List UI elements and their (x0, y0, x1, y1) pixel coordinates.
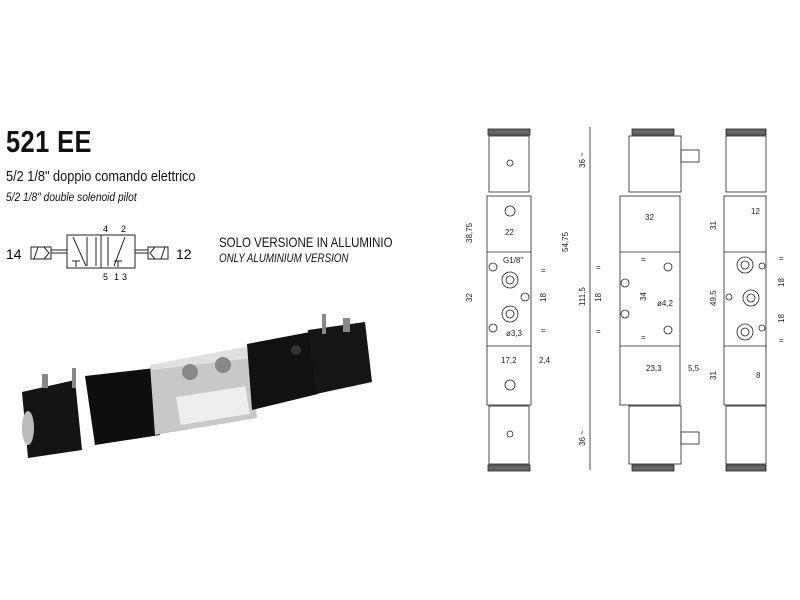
eq-mark: = (541, 326, 546, 335)
dim-23-3: 23,3 (646, 364, 662, 373)
product-photo (22, 314, 372, 458)
dim-32-left: 32 (465, 293, 474, 302)
port-14-label: 14 (6, 246, 22, 262)
port-2-label: 2 (121, 224, 126, 234)
port-5-label: 5 (103, 272, 108, 282)
dim-17-2: 17,2 (501, 356, 517, 365)
dim-12: 12 (751, 207, 760, 216)
dim-54-75: 54,75 (561, 231, 570, 252)
valve-symbol: 14 4 2 5 1 3 12 (6, 224, 192, 282)
eq-mark: = (779, 336, 784, 345)
dim-32-middle: 32 (645, 213, 654, 222)
port-12-label: 12 (176, 246, 192, 262)
dim-38-75: 38,75 (465, 222, 474, 243)
dim-thread: G1/8" (503, 256, 523, 265)
dim-18-left: 18 (539, 293, 548, 302)
technical-drawing: 36 ~ 36 ~ 38,75 22 54,75 G1/8" 32 18 = =… (465, 127, 786, 472)
dim-18-middle: 18 (594, 293, 603, 302)
eq-mark: = (641, 255, 646, 264)
port-3-label: 3 (122, 272, 127, 282)
dim-34: 34 (639, 292, 648, 301)
dim-left-coil: 36 ~ (578, 152, 587, 168)
port-1-label: 1 (114, 272, 119, 282)
note-english: ONLY ALUMINIUM VERSION (219, 253, 349, 265)
eq-mark: = (541, 266, 546, 275)
subtitle-italian: 5/2 1/8" doppio comando elettrico (6, 168, 196, 185)
dim-111-5: 111,5 (578, 287, 587, 306)
dim-5-5: 5,5 (688, 364, 700, 373)
dim-right-coil: 36 ~ (578, 430, 587, 446)
left-view (486, 128, 532, 472)
port-4-label: 4 (103, 224, 108, 234)
dim-2-4: 2,4 (539, 356, 551, 365)
dim-31-bottom: 31 (709, 371, 718, 380)
dim-8: 8 (756, 371, 761, 380)
dim-49-5: 49,5 (709, 290, 718, 306)
product-code: 521 EE (6, 124, 92, 159)
dim-31-top: 31 (709, 221, 718, 230)
right-view (723, 128, 767, 472)
eq-mark: = (596, 263, 601, 272)
eq-mark: = (641, 333, 646, 342)
dim-hole-dia-middle: ø4,2 (657, 299, 674, 308)
dim-hole-dia-left: ø3,3 (506, 329, 523, 338)
eq-mark: = (779, 254, 784, 263)
note-italian: SOLO VERSIONE IN ALLUMINIO (219, 234, 393, 250)
dim-18-right-a: 18 (777, 278, 786, 287)
subtitle-english: 5/2 1/8" double solenoid pilot (6, 190, 137, 204)
dim-18-right-b: 18 (777, 314, 786, 323)
eq-mark: = (596, 327, 601, 336)
dim-22: 22 (505, 228, 514, 237)
middle-view (589, 127, 700, 472)
